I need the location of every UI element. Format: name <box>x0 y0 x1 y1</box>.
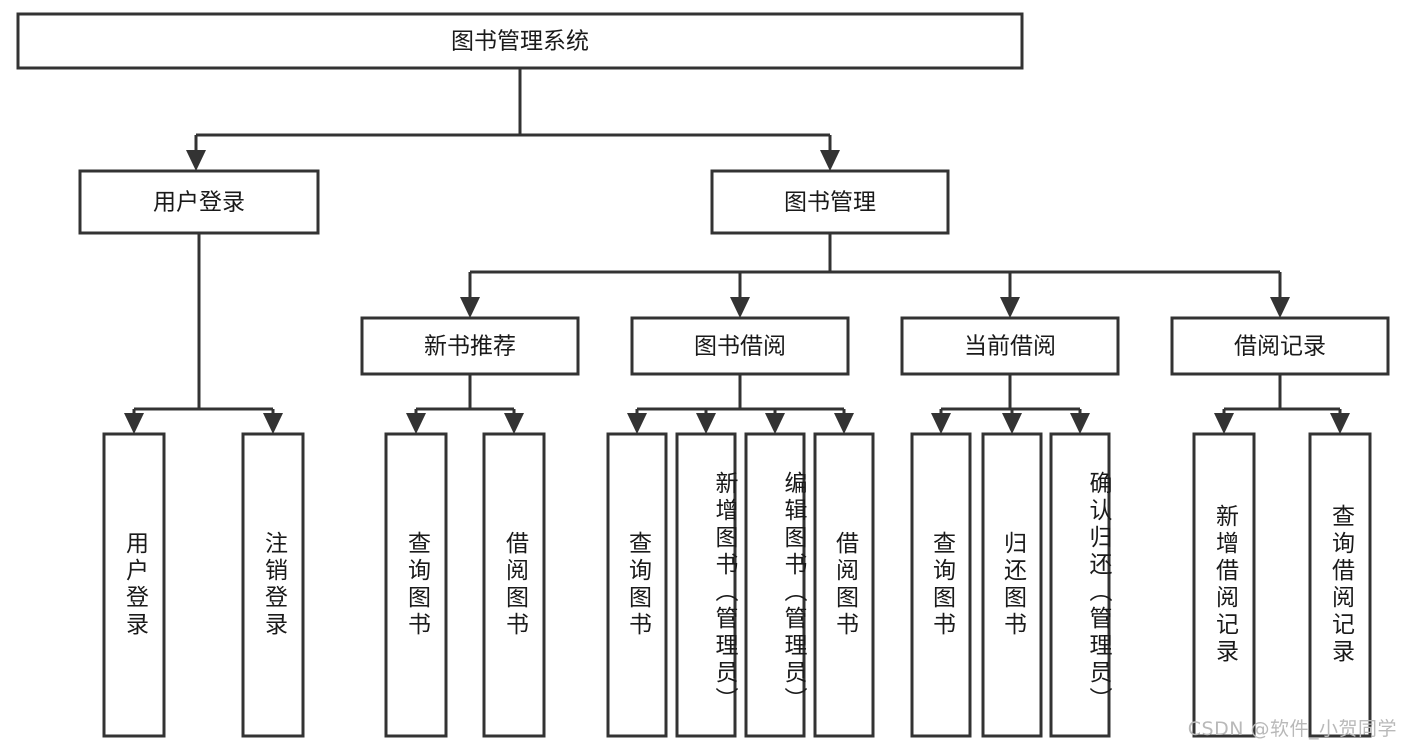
connector-group-record-to-leaves <box>1214 374 1350 434</box>
leaf-box-add-borrow-record[interactable] <box>1192 432 1256 738</box>
arrow-head-leaf-borrow-book-2 <box>834 413 854 434</box>
connector-group-borrow-to-leaves <box>627 374 854 434</box>
arrow-head-leaf-confirm-return <box>1070 413 1090 434</box>
arrow-head-leaf-edit-book <box>765 413 785 434</box>
arrow-head-borrow-record <box>1270 297 1290 318</box>
node-borrow-record[interactable]: 借阅记录 <box>1170 316 1390 376</box>
arrow-head-new-book-recommend <box>460 297 480 318</box>
node-borrow-record-label: 借阅记录 <box>1234 334 1326 360</box>
leaf-box-query-book-recommend[interactable] <box>384 432 448 738</box>
node-user-login[interactable]: 用户登录 <box>78 169 320 235</box>
arrow-head-leaf-user-login <box>124 413 144 434</box>
connector-borrow-trunk <box>635 374 846 415</box>
arrow-head-user-login <box>186 150 206 171</box>
leaf-box-confirm-return-admin[interactable] <box>1049 432 1111 738</box>
node-user-login-box[interactable] <box>78 169 320 235</box>
connector-group-current-to-leaves <box>931 374 1090 434</box>
connector-group-book-manage-to-level3 <box>460 233 1290 318</box>
node-new-book-recommend-label: 新书推荐 <box>424 334 516 360</box>
node-current-borrow-box[interactable] <box>900 316 1120 376</box>
connector-book-manage-trunk <box>468 233 1282 299</box>
arrow-head-book-borrow <box>730 297 750 318</box>
leaf-box-logout[interactable] <box>241 432 305 738</box>
connector-group-user-login-to-leaves <box>124 233 283 434</box>
arrow-head-leaf-query-book-3 <box>931 413 951 434</box>
leaf-box-user-login[interactable] <box>102 432 166 738</box>
node-root-system[interactable]: 图书管理系统 <box>16 12 1024 70</box>
arrow-head-leaf-query-book-1 <box>406 413 426 434</box>
connector-group-root-to-level2 <box>186 68 840 171</box>
connector-root-trunk <box>194 68 832 152</box>
arrow-head-leaf-add-record <box>1214 413 1234 434</box>
connector-current-trunk <box>939 374 1082 415</box>
arrow-head-leaf-query-book-2 <box>627 413 647 434</box>
node-book-borrow-label: 图书借阅 <box>694 334 786 360</box>
node-root-system-label: 图书管理系统 <box>451 29 589 55</box>
node-root-system-box[interactable] <box>16 12 1024 70</box>
arrow-head-leaf-borrow-book-1 <box>504 413 524 434</box>
node-new-book-recommend-box[interactable] <box>360 316 580 376</box>
node-book-borrow[interactable]: 图书借阅 <box>630 316 850 376</box>
node-user-login-label: 用户登录 <box>153 190 245 216</box>
leaf-box-edit-book-admin[interactable] <box>744 432 806 738</box>
node-book-management[interactable]: 图书管理 <box>710 169 950 235</box>
connector-recommend-trunk <box>414 374 516 415</box>
leaf-box-query-borrow-record[interactable] <box>1308 432 1372 738</box>
leaf-box-borrow-book[interactable] <box>813 432 875 738</box>
connector-user-login-trunk <box>132 233 275 415</box>
node-book-management-box[interactable] <box>710 169 950 235</box>
arrow-head-book-manage <box>820 150 840 171</box>
arrow-head-leaf-query-record <box>1330 413 1350 434</box>
csdn-watermark: CSDN @软件_小贺同学 <box>1187 718 1397 740</box>
arrow-head-leaf-return-book <box>1002 413 1022 434</box>
leaf-box-query-book-borrow[interactable] <box>606 432 668 738</box>
node-current-borrow[interactable]: 当前借阅 <box>900 316 1120 376</box>
arrow-head-leaf-logout <box>263 413 283 434</box>
arrow-head-leaf-add-book <box>696 413 716 434</box>
node-borrow-record-box[interactable] <box>1170 316 1390 376</box>
arrow-head-current-borrow <box>1000 297 1020 318</box>
node-current-borrow-label: 当前借阅 <box>964 334 1056 360</box>
leaf-box-query-book-current[interactable] <box>910 432 972 738</box>
node-book-management-label: 图书管理 <box>784 190 876 216</box>
node-new-book-recommend[interactable]: 新书推荐 <box>360 316 580 376</box>
connector-group-recommend-to-leaves <box>406 374 524 434</box>
leaf-box-return-book[interactable] <box>981 432 1043 738</box>
leaf-box-borrow-book-recommend[interactable] <box>482 432 546 738</box>
connector-record-trunk <box>1222 374 1342 415</box>
node-book-borrow-box[interactable] <box>630 316 850 376</box>
leaf-box-add-book-admin[interactable] <box>675 432 737 738</box>
